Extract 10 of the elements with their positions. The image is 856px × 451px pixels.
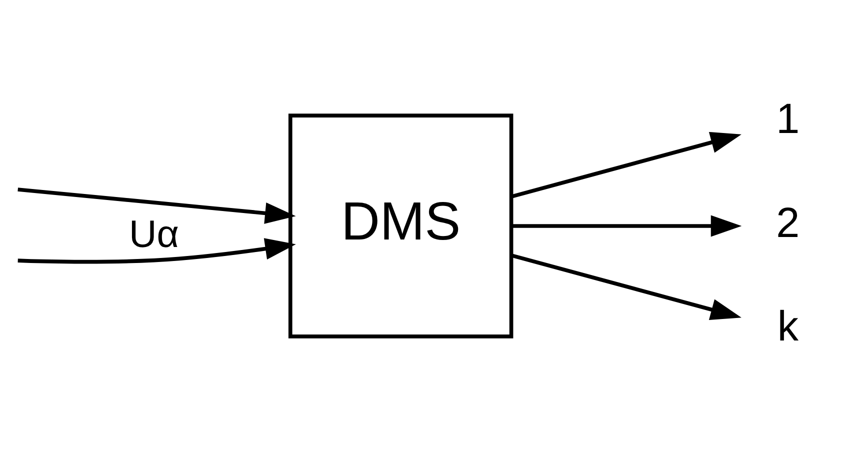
node-box: DMS bbox=[288, 113, 514, 338]
node-text: 2 bbox=[776, 198, 800, 246]
arrow bbox=[18, 187, 296, 224]
arrow bbox=[512, 214, 742, 236]
arrow bbox=[18, 238, 296, 264]
arrow bbox=[511, 253, 742, 320]
arrow bbox=[511, 131, 742, 198]
node-text: k bbox=[777, 302, 798, 349]
node-text: 1 bbox=[776, 94, 800, 142]
edge-label: Uα bbox=[129, 212, 179, 256]
